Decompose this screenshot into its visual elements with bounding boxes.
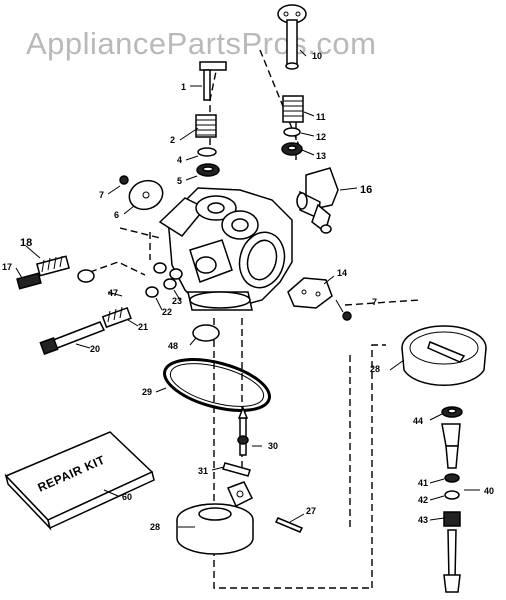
part-27-float-pin bbox=[274, 517, 304, 533]
part-16-elbow bbox=[296, 167, 339, 234]
part-23-fitting bbox=[163, 278, 177, 290]
part-29-bowl-gasket bbox=[163, 358, 271, 412]
callout-42: 42 bbox=[418, 495, 428, 505]
callout-30: 30 bbox=[268, 441, 278, 451]
callout-43: 43 bbox=[418, 515, 428, 525]
carburetor-body bbox=[153, 187, 293, 311]
part-60-repair-kit[interactable]: REPAIR KIT bbox=[4, 431, 155, 531]
callout-18: 18 bbox=[20, 237, 32, 249]
spring-11 bbox=[282, 95, 304, 123]
callout-14: 14 bbox=[337, 268, 347, 278]
washer-4 bbox=[197, 147, 217, 157]
callout-27: 27 bbox=[306, 506, 316, 516]
part-14-gasket bbox=[287, 277, 333, 309]
part-1-pin bbox=[199, 61, 227, 101]
callout-60: 60 bbox=[122, 492, 132, 502]
callout-44: 44 bbox=[413, 416, 423, 426]
callout-31: 31 bbox=[198, 466, 208, 476]
callout-17: 17 bbox=[2, 262, 12, 272]
callout-28-bowl: 28 bbox=[370, 364, 380, 374]
part-6-throttle-plate bbox=[128, 179, 164, 211]
washer-5 bbox=[196, 163, 220, 177]
callout-20: 20 bbox=[90, 344, 100, 354]
callout-28-float: 28 bbox=[150, 522, 160, 532]
callout-10: 10 bbox=[312, 51, 322, 61]
part-21-spring bbox=[101, 306, 132, 329]
washer-13 bbox=[281, 142, 303, 156]
part-7-screw-right bbox=[342, 311, 352, 321]
callout-4: 4 bbox=[177, 155, 182, 165]
callout-2: 2 bbox=[170, 135, 175, 145]
callout-47: 47 bbox=[108, 288, 118, 298]
part-17-screw bbox=[16, 272, 42, 290]
callout-7-top: 7 bbox=[99, 190, 104, 200]
callout-29: 29 bbox=[142, 387, 152, 397]
callout-11: 11 bbox=[316, 112, 326, 122]
callout-40: 40 bbox=[484, 486, 494, 496]
part-30-needle bbox=[237, 405, 249, 456]
part-44-washer bbox=[441, 406, 463, 418]
callout-5: 5 bbox=[177, 176, 182, 186]
part-40-bowl-nut bbox=[441, 423, 461, 593]
part-28-float-bowl bbox=[401, 325, 487, 387]
washer-12 bbox=[283, 127, 301, 137]
leader-lines bbox=[15, 49, 480, 528]
callout-13: 13 bbox=[316, 151, 326, 161]
part-7-screw-top bbox=[119, 175, 129, 185]
callout-16: 16 bbox=[360, 184, 372, 196]
part-31-clip bbox=[222, 462, 251, 477]
callout-1: 1 bbox=[181, 82, 186, 92]
part-48-seal bbox=[192, 324, 220, 342]
watermark: AppliancePartsPros.com bbox=[26, 26, 376, 61]
callout-23: 23 bbox=[172, 296, 182, 306]
assembly-dashed-lines bbox=[89, 49, 421, 589]
callout-22: 22 bbox=[162, 307, 172, 317]
part-28-float bbox=[176, 481, 254, 555]
part-47-oring bbox=[77, 269, 95, 283]
spring-2 bbox=[195, 114, 217, 138]
part-22-washer bbox=[145, 286, 159, 298]
callout-41: 41 bbox=[418, 478, 428, 488]
callout-21: 21 bbox=[138, 322, 148, 332]
part-20-screw bbox=[39, 321, 106, 355]
callout-7-right: 7 bbox=[372, 297, 377, 307]
callout-labels: 1 2 4 5 6 7 7 10 11 12 13 14 16 17 18 20… bbox=[2, 51, 494, 532]
callout-6: 6 bbox=[114, 210, 119, 220]
callout-12: 12 bbox=[316, 132, 326, 142]
callout-48: 48 bbox=[168, 341, 178, 351]
part-18-spring bbox=[36, 255, 70, 277]
part-10-choke-plate bbox=[277, 4, 307, 70]
